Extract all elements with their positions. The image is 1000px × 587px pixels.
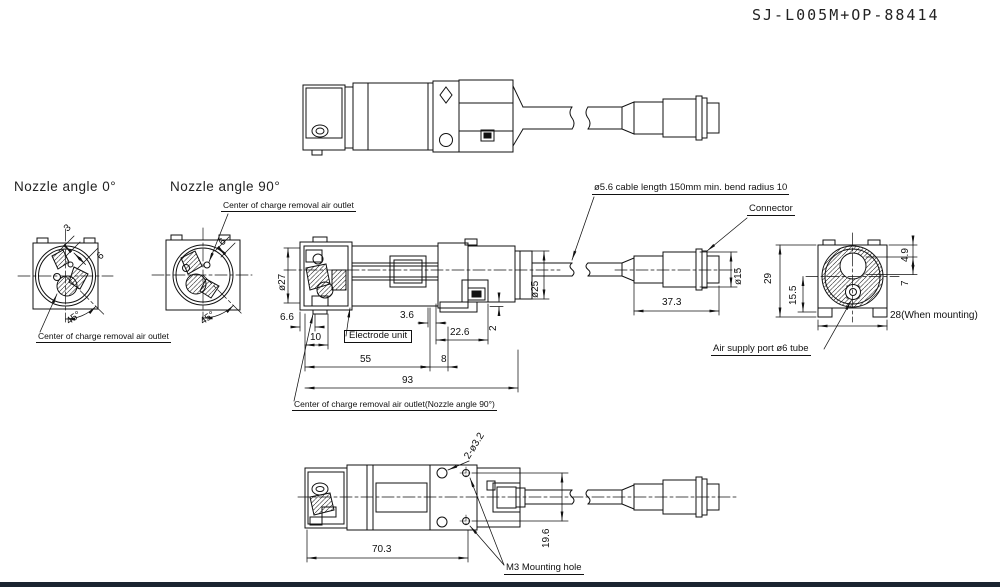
callout-outlet-left: Center of charge removal air outlet	[36, 331, 171, 343]
dim-end-7: 7	[900, 280, 911, 286]
callout-m3-hole: M3 Mounting hole	[504, 562, 584, 575]
window-bottom-edge	[0, 582, 1000, 587]
callout-outlet-top: Center of charge removal air outlet	[221, 200, 356, 212]
callout-outlet-90: Center of charge removal air outlet(Nozz…	[292, 399, 497, 411]
callout-air-supply: Air supply port ø6 tube	[711, 343, 811, 356]
dim-side-22-6: 22.6	[450, 327, 470, 338]
dim-side-3-6: 3.6	[400, 310, 414, 321]
dim-end-29: 29	[763, 272, 774, 284]
bottom-view-dimensions	[306, 460, 569, 566]
drawing-title: SJ-L005M+OP-88414	[752, 6, 940, 24]
dim-end-15-5: 15.5	[788, 285, 799, 305]
dim-side-phi15: ø15	[733, 267, 744, 285]
dim-side-8: 8	[441, 354, 447, 365]
side-view-dimensions	[283, 196, 748, 402]
callout-cable-note: ø5.6 cable length 150mm min. bend radius…	[592, 182, 790, 195]
dim-bottom-19-6: 19.6	[541, 528, 552, 548]
end-view	[805, 232, 900, 323]
dim-side-10: 10	[310, 332, 322, 343]
dim-side-phi25: ø25	[530, 280, 541, 298]
dim-end-4-9: 4.9	[900, 248, 911, 262]
dim-side-55: 55	[360, 354, 372, 365]
dim-side-6-6: 6.6	[280, 312, 294, 323]
dim-bottom-70-3: 70.3	[372, 544, 392, 555]
dim-side-phi27: ø27	[277, 273, 288, 291]
dim-side-37-3: 37.3	[662, 297, 682, 308]
side-view	[283, 236, 738, 315]
callout-connector: Connector	[747, 203, 795, 216]
view-label-nozzle-0: Nozzle angle 0°	[14, 179, 117, 194]
view-label-nozzle-90: Nozzle angle 90°	[170, 179, 281, 194]
front-view-90deg	[151, 213, 253, 321]
dim-side-2: 2	[488, 325, 499, 331]
end-view-dimensions	[775, 235, 918, 350]
front-view-0deg	[17, 228, 114, 333]
top-view	[302, 79, 720, 156]
dim-end-28-when-mounting: 28(When mounting)	[890, 310, 978, 321]
dim-side-93: 93	[402, 375, 414, 386]
callout-electrode-unit: Electrode unit	[344, 330, 413, 343]
bottom-view	[297, 464, 738, 531]
